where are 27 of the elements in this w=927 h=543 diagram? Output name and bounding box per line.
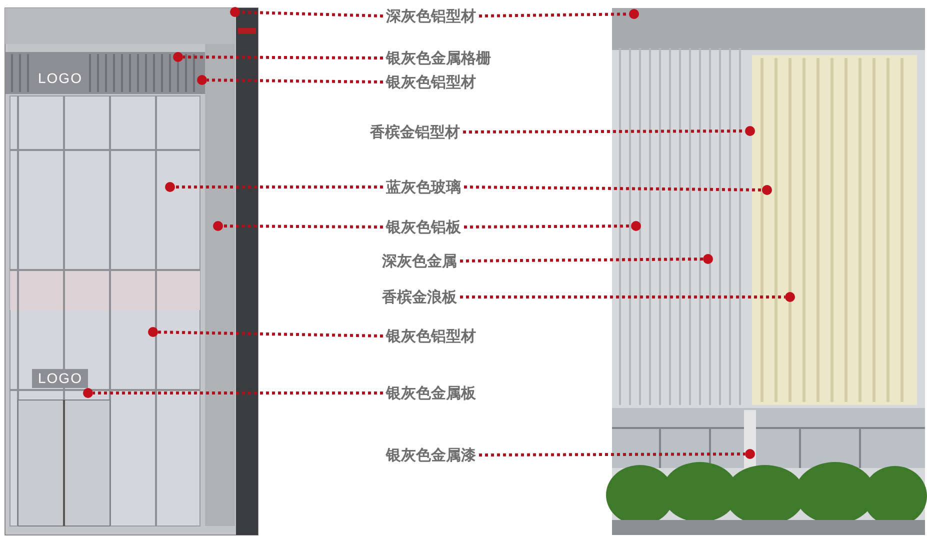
material-label: 蓝灰色玻璃 [383,177,464,197]
callout-dot [230,7,240,17]
placeholder-text: LOGO [38,70,82,86]
material-label: 银灰色金属漆 [383,445,479,465]
material-label: 银灰色铝型材 [383,72,479,92]
material-label: 深灰色金属 [379,251,460,271]
leader-line [183,56,383,60]
leader-line [206,78,384,84]
leader-line [223,224,383,228]
leader-line [158,330,384,338]
material-label: 银灰色铝型材 [383,326,479,346]
placeholder-text: LOGO [38,370,82,386]
leader-line [464,224,631,228]
leader-line [240,10,384,18]
leader-line [460,296,785,298]
material-label: 香槟金铝型材 [367,122,463,142]
leader-line [479,452,745,456]
leader-line [464,186,762,192]
material-label: 深灰色铝型材 [383,6,479,26]
material-label: 银灰色铝板 [383,217,464,237]
leader-line [93,392,383,394]
leader-line [463,130,745,134]
material-label: 银灰色金属板 [383,383,479,403]
material-label: 香槟金浪板 [379,287,460,307]
material-label: 银灰色金属格栅 [383,48,494,68]
leader-line [460,258,704,262]
leader-line [175,186,383,188]
